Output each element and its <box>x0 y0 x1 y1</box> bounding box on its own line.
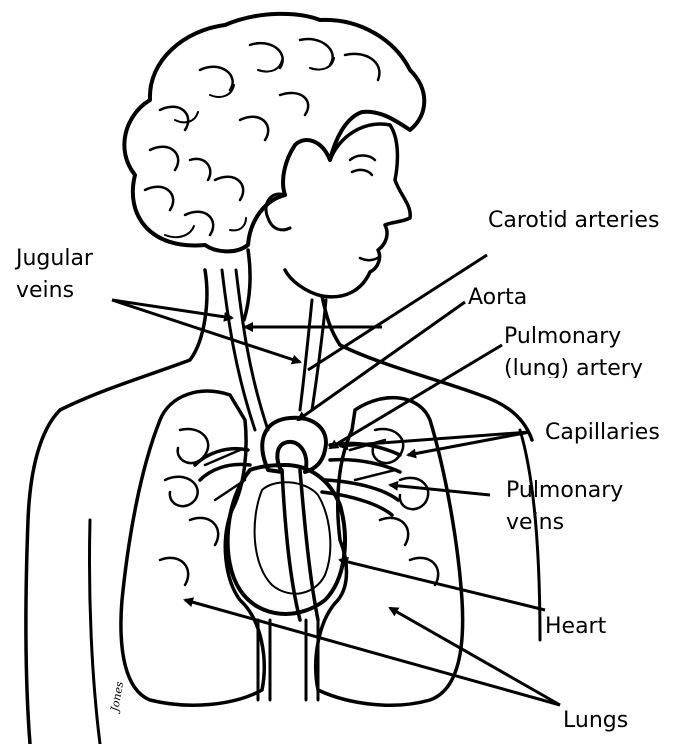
label-lungs: Lungs <box>563 706 628 736</box>
label-pulmonary-veins-line1: Pulmonary <box>506 476 623 506</box>
carotid-artery <box>300 300 326 410</box>
label-jugular-veins-line1: Jugular <box>16 244 93 274</box>
label-capillaries: Capillaries <box>545 418 660 448</box>
label-carotid-arteries: Carotid arteries <box>488 206 659 236</box>
neck-shoulders <box>244 250 532 440</box>
label-heart: Heart <box>545 612 606 642</box>
label-pulmonary-veins-line2: veins <box>506 508 564 538</box>
artist-signature: Jones <box>108 680 126 714</box>
label-pulmonary-artery-line2: (lung) artery <box>504 354 643 378</box>
face-outline <box>285 124 410 297</box>
left-lung <box>121 391 264 705</box>
label-pulmonary-artery-line1: Pulmonary <box>504 322 621 352</box>
label-jugular-veins-line2: veins <box>16 276 74 306</box>
label-aorta: Aorta <box>468 283 527 313</box>
hair <box>124 14 424 252</box>
